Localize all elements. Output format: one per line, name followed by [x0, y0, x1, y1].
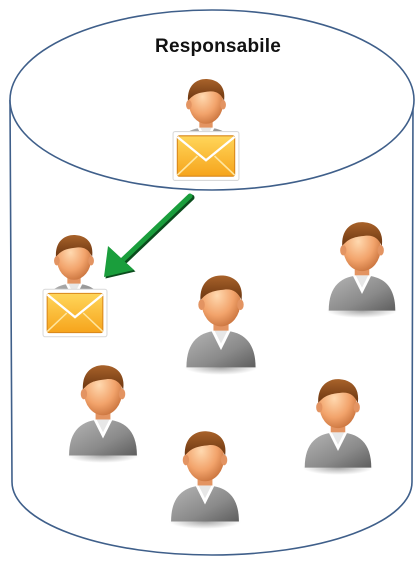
envelope-icon — [173, 132, 239, 181]
person-icon — [327, 222, 398, 318]
person-icon — [169, 431, 241, 529]
recipient-person — [42, 235, 107, 337]
diagram-title: Responsabile — [118, 36, 318, 58]
arrow-icon — [104, 196, 192, 279]
envelope-icon — [43, 289, 107, 336]
person-icon — [67, 365, 139, 463]
person-icon — [184, 275, 257, 374]
person-icon — [303, 379, 374, 475]
